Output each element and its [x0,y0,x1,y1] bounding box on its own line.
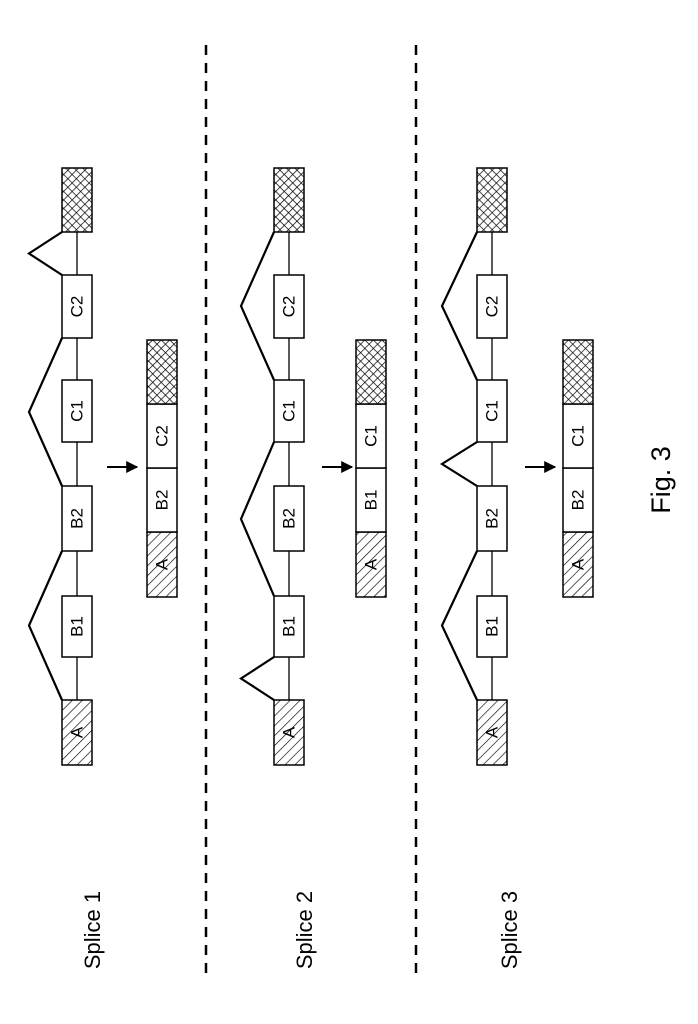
splice-panel: AB1B2C1C2AB2C2Splice 1 [29,168,177,969]
exon-label: C1 [68,400,87,422]
splice-junction-arc [241,442,274,596]
splice-junction-arc [241,657,274,700]
splice-junction-arc [442,232,477,380]
exon-label: B2 [153,490,172,511]
exon-label: B2 [569,490,588,511]
splice-junction-arc [442,551,477,700]
exon-label: A [569,558,588,570]
exon-label: C2 [68,296,87,318]
exon-label: C2 [280,296,299,318]
exon-label: B1 [280,616,299,637]
exon-label: B2 [280,508,299,529]
exon-label: C2 [153,425,172,447]
exon-label: B2 [68,508,87,529]
exon-label: C1 [280,400,299,422]
exon-label: C1 [362,425,381,447]
splice-junction-arc [29,338,62,486]
exon-label: B1 [362,490,381,511]
splice-junction-arc [442,442,477,486]
exon-label: A [153,558,172,570]
exon-label: A [280,726,299,738]
panel-label: Splice 3 [497,891,522,969]
panel-label: Splice 1 [80,891,105,969]
exon-end-box [477,168,507,232]
exon-end-box [563,340,593,404]
figure-label: Fig. 3 [646,446,676,514]
panel-label: Splice 2 [292,891,317,969]
exon-label: C1 [569,425,588,447]
splice-junction-arc [29,232,62,275]
exon-label: C2 [483,296,502,318]
splice-junction-arc [241,232,274,380]
splice-panel: AB1B2C1C2AB1C1Splice 2 [241,168,386,969]
splice-panels: AB1B2C1C2AB2C2Splice 1AB1B2C1C2AB1C1Spli… [29,168,593,969]
exon-label: A [68,726,87,738]
splice-junction-arc [29,551,62,700]
exon-label: B2 [483,508,502,529]
exon-label: A [362,558,381,570]
exon-end-box [356,340,386,404]
exon-label: A [483,726,502,738]
splice-panel: A B1 B2 C1 C2A B2 C1Splice 3 [442,168,593,969]
exon-label: B1 [68,616,87,637]
exon-label: B1 [483,616,502,637]
exon-end-box [147,340,177,404]
exon-end-box [62,168,92,232]
exon-end-box [274,168,304,232]
exon-label: C1 [483,400,502,422]
